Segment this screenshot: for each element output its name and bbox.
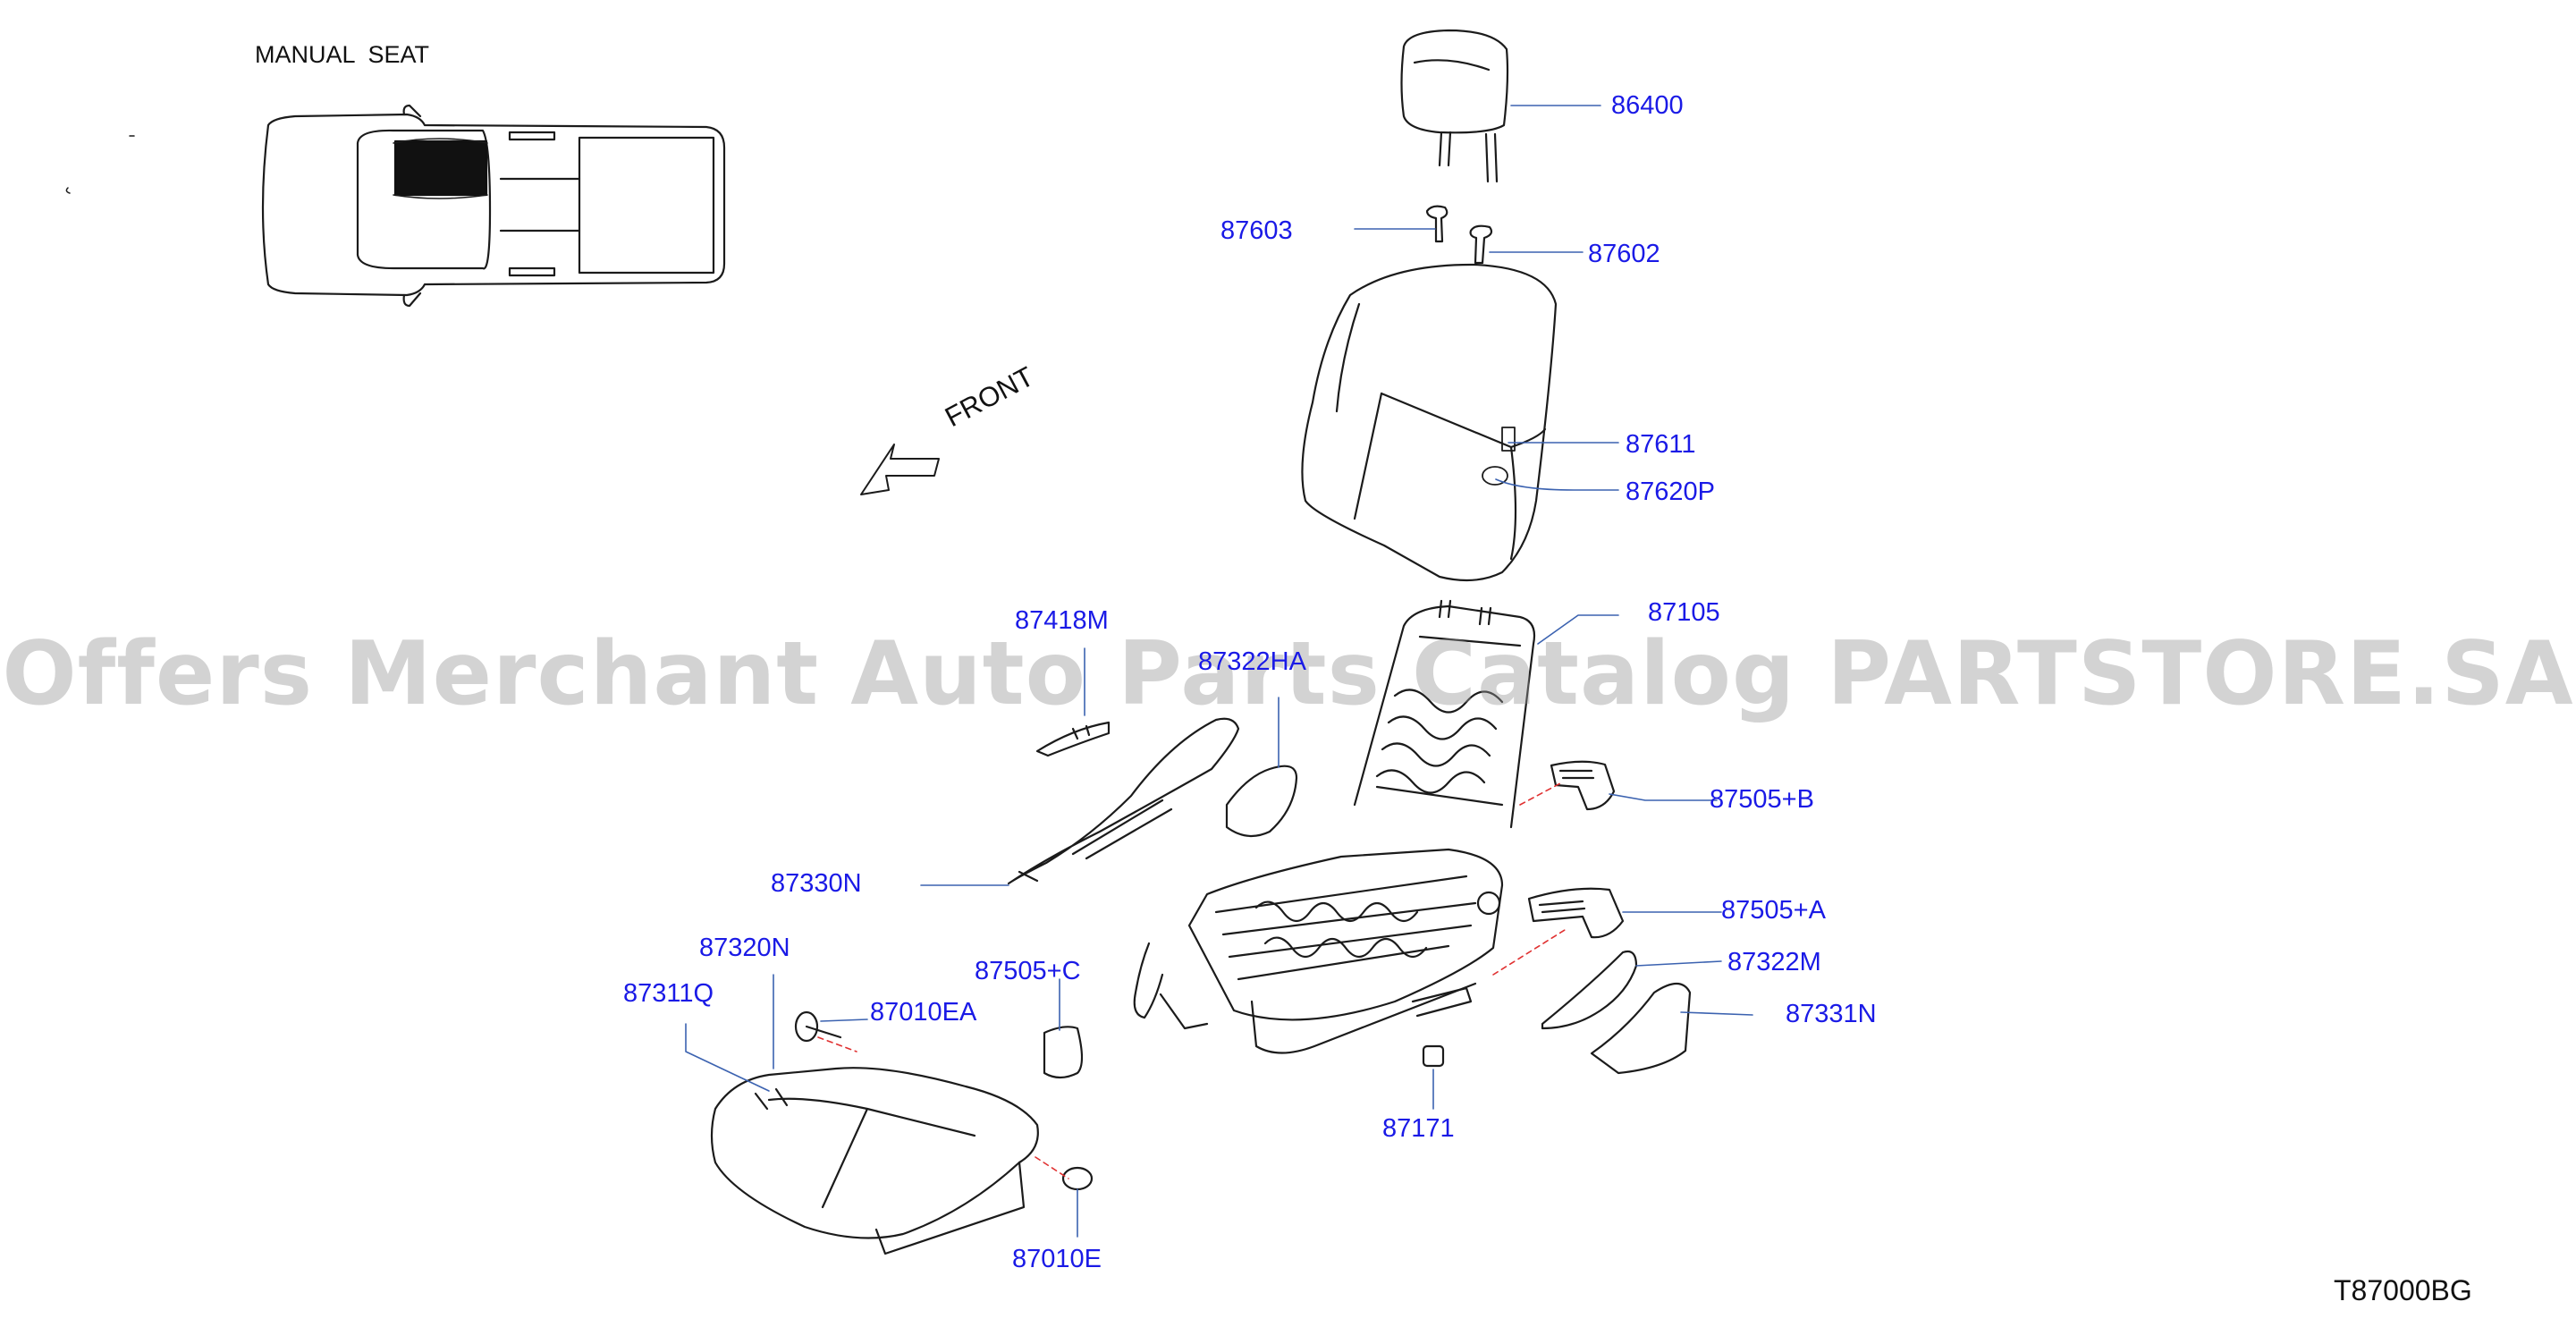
part-callout-87311Q[interactable]: 87311Q (623, 979, 714, 1008)
headrest-guide-87602 (1469, 224, 1493, 265)
bushing-87171 (1422, 1044, 1445, 1068)
part-callout-87505A[interactable]: 87505+A (1721, 896, 1826, 925)
part-callout-87330N[interactable]: 87330N (771, 869, 862, 898)
hidden-lines (817, 782, 1566, 1179)
leader-lines (685, 105, 1753, 1238)
seat-frame-87105 (1133, 599, 1536, 1054)
part-callout-87505B[interactable]: 87505+B (1710, 785, 1814, 814)
diagram-code: T87000BG (2334, 1274, 2472, 1306)
part-callout-87105[interactable]: 87105 (1648, 598, 1720, 627)
vehicle-locator-icon (65, 104, 726, 308)
part-callout-87010EA[interactable]: 87010EA (870, 998, 977, 1027)
part-callout-87320N[interactable]: 87320N (699, 934, 790, 962)
part-callout-87322M[interactable]: 87322M (1727, 948, 1821, 976)
part-callout-87602[interactable]: 87602 (1588, 240, 1660, 268)
page-title: MANUAL SEAT (255, 41, 430, 68)
part-callout-86400[interactable]: 86400 (1611, 91, 1684, 120)
part-callout-87620P[interactable]: 87620P (1626, 478, 1715, 506)
part-callout-87418M[interactable]: 87418M (1015, 606, 1109, 635)
watermark: Offers Merchant Auto Parts Catalog PARTS… (2, 623, 2574, 725)
part-callout-87010E[interactable]: 87010E (1012, 1245, 1102, 1273)
seat-back-pad (1301, 263, 1558, 582)
side-cover-87331n (1590, 982, 1692, 1075)
headrest-guide-87603 (1425, 205, 1448, 243)
bracket-87322m (1541, 950, 1638, 1030)
part-callout-87171[interactable]: 87171 (1382, 1114, 1455, 1143)
knob-87505c (1043, 1026, 1084, 1079)
seat-cushion (710, 1067, 1039, 1255)
front-arrow-icon (860, 444, 940, 495)
side-cover-87330n (1007, 717, 1240, 885)
headrest-86400 (1400, 29, 1509, 183)
part-callout-87611[interactable]: 87611 (1626, 430, 1696, 459)
clip-87010e (1061, 1166, 1094, 1191)
part-callout-87331N[interactable]: 87331N (1786, 1000, 1877, 1028)
part-callout-87322HA[interactable]: 87322HA (1198, 647, 1306, 676)
knob-87505a (1527, 887, 1625, 939)
part-callout-87505C[interactable]: 87505+C (975, 957, 1081, 985)
part-callout-87603[interactable]: 87603 (1220, 216, 1293, 245)
lever-87418m (1035, 721, 1111, 757)
knob-87505b (1550, 760, 1616, 811)
bracket-87322ha (1225, 765, 1298, 838)
clip-87010ea (794, 1010, 842, 1043)
